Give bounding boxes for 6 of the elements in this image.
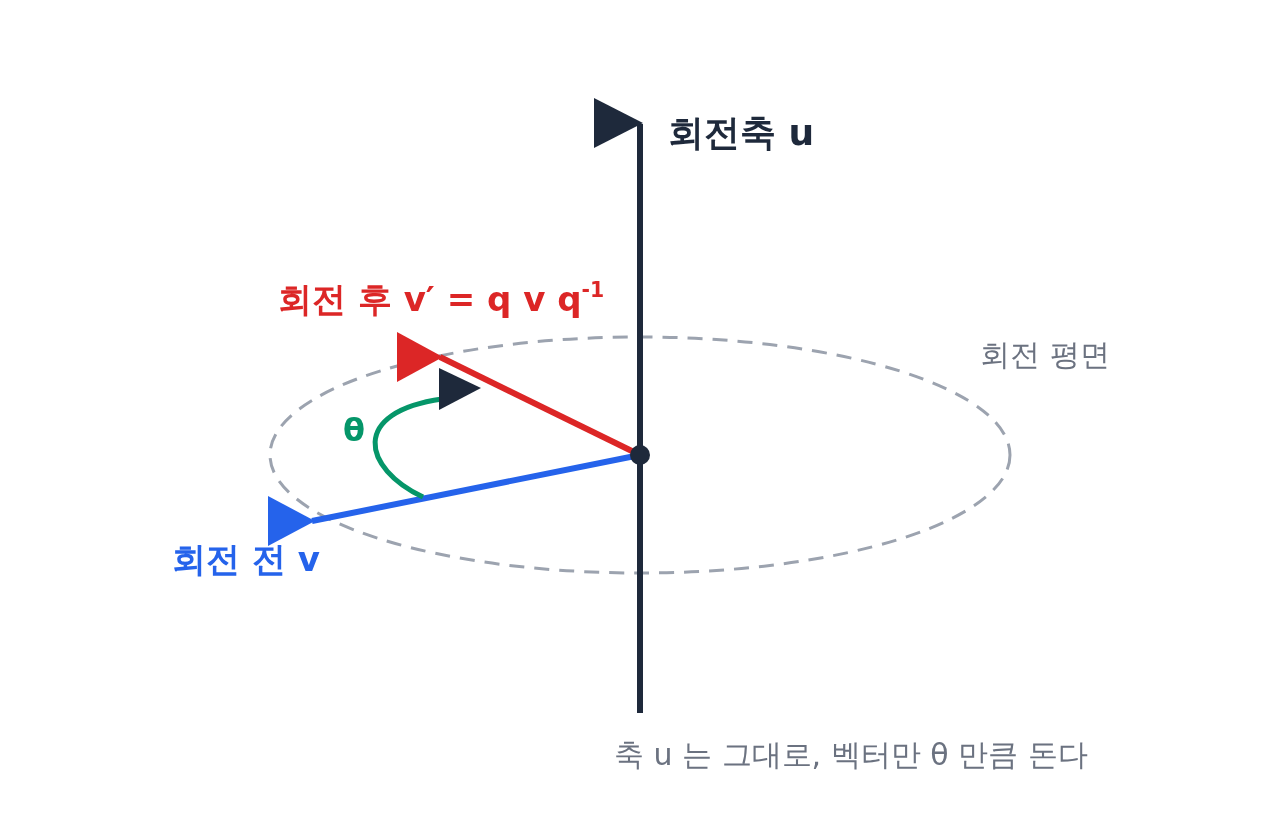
vector-label: 회전 전 v bbox=[172, 540, 320, 580]
caption: 축 u 는 그대로, 벡터만 θ 만큼 돈다 bbox=[614, 738, 1088, 773]
plane-label: 회전 평면 bbox=[980, 338, 1110, 373]
angle-label: θ bbox=[343, 412, 365, 449]
axis-label: 회전축 u bbox=[668, 112, 815, 154]
vector-label: 회전 후 v′ = q v q$^{-1}$ bbox=[278, 280, 605, 320]
